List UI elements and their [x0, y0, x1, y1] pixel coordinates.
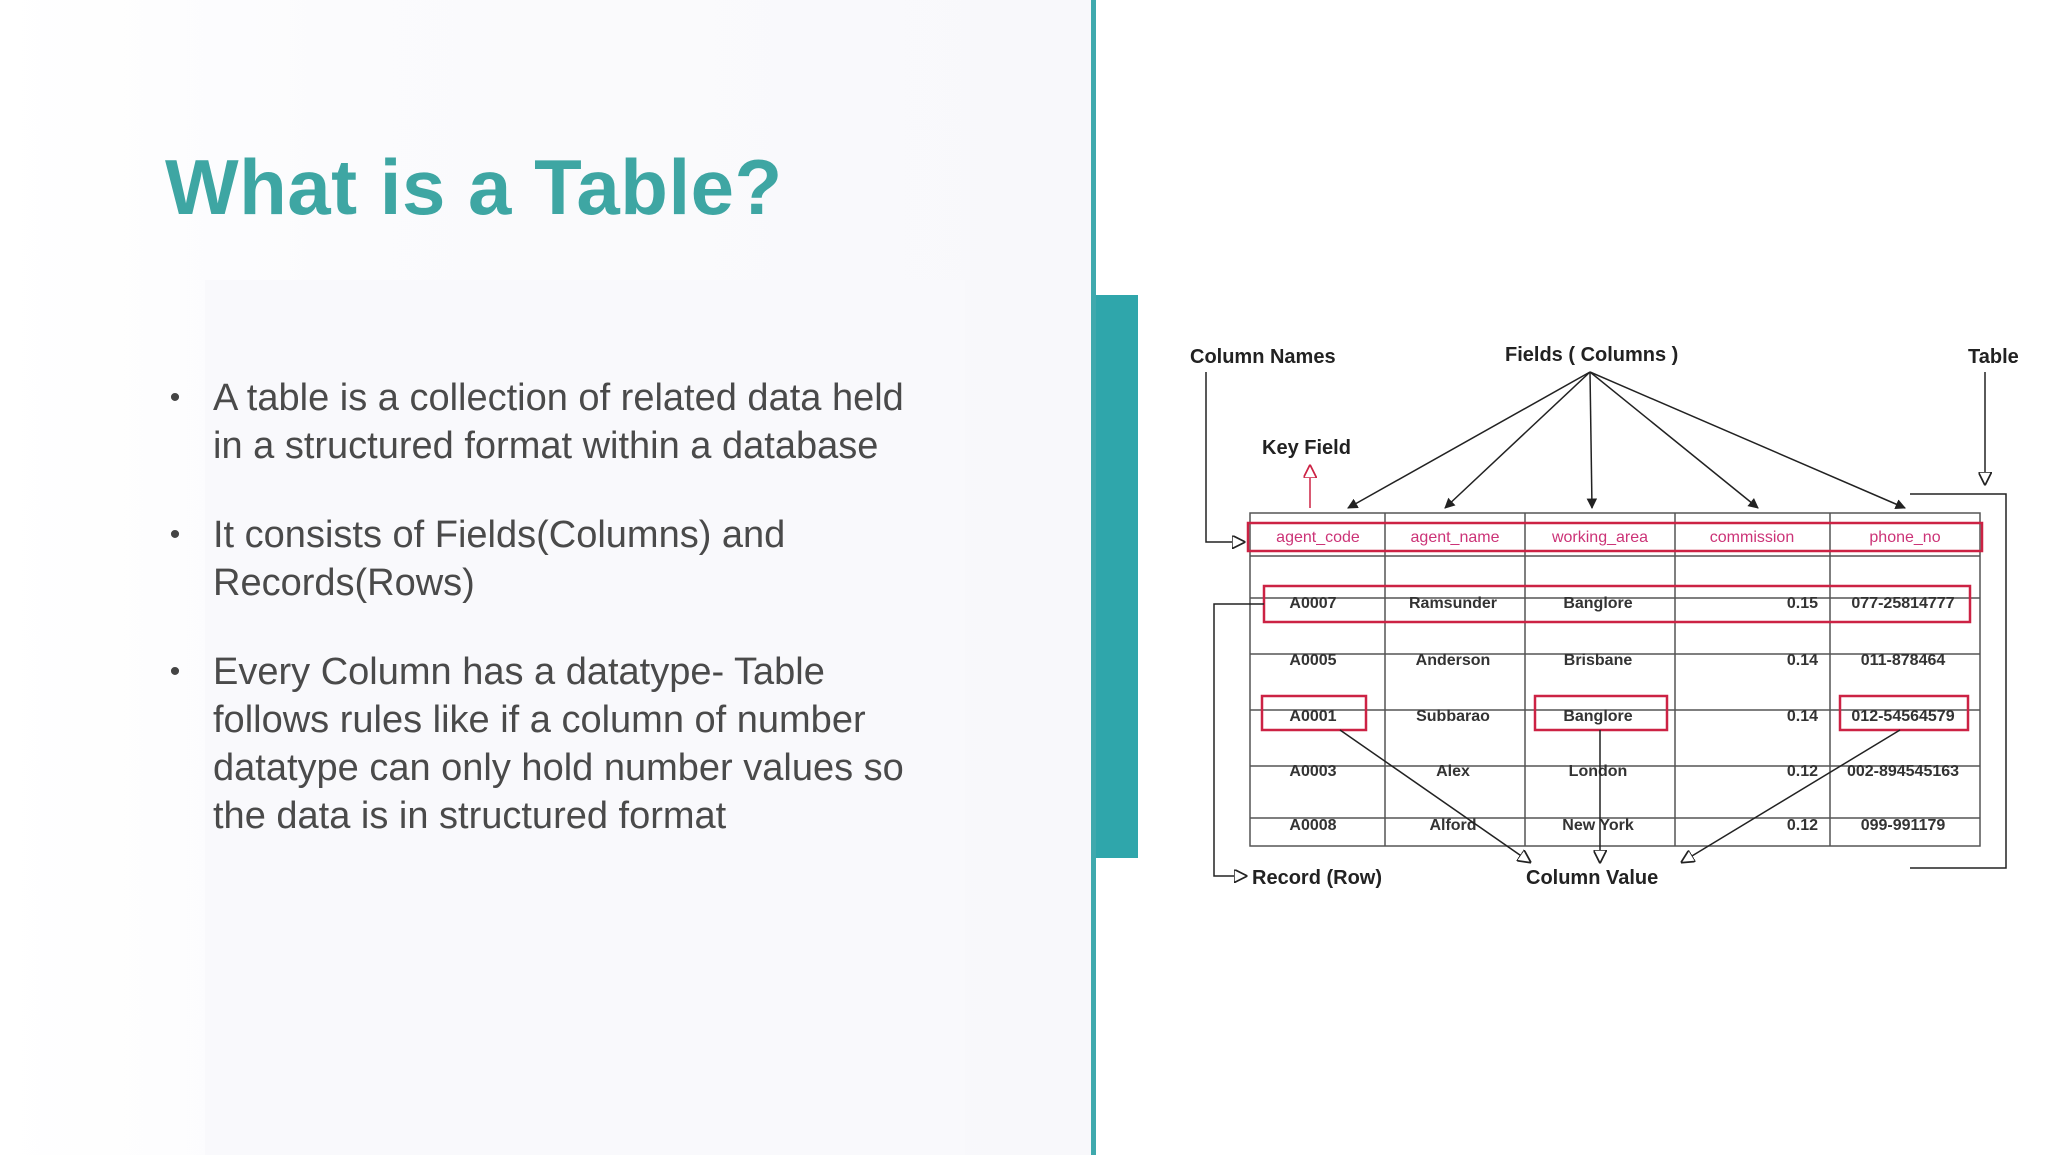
table-cell: Brisbane [1564, 652, 1633, 669]
table-cell: A0005 [1289, 652, 1336, 669]
column-value-highlight [1533, 694, 1669, 732]
table-row: A0003 Alex London 0.12 002-894545163 [1289, 763, 1959, 780]
bullet-text-line: in a structured format within a database [213, 425, 879, 467]
table-cell: New York [1562, 817, 1634, 834]
table-cell: Ramsunder [1409, 595, 1497, 612]
annotation-arrows [1205, 371, 2007, 876]
table-cell: London [1569, 763, 1628, 780]
table-cell: Banglore [1563, 595, 1632, 612]
table-cell: 0.12 [1787, 817, 1818, 834]
table-grid [1249, 512, 1981, 847]
table-cell: A0001 [1289, 708, 1336, 725]
bullet-icon: • [169, 381, 181, 414]
header-cell: agent_code [1276, 529, 1360, 546]
table-header-row: agent_code agent_name working_area commi… [1276, 529, 1941, 546]
table-cell: 012-54564579 [1851, 708, 1954, 725]
bullet-text-line: the data is in structured format [213, 795, 727, 837]
table-cell: A0003 [1289, 763, 1336, 780]
header-cell: commission [1710, 529, 1794, 546]
table-cell: 011-878464 [1861, 652, 1946, 669]
bullet-list: • A table is a collection of related dat… [160, 374, 960, 881]
table-cell: 099-991179 [1861, 817, 1946, 834]
text-panel-background [205, 280, 965, 1155]
bullet-item: • A table is a collection of related dat… [160, 374, 960, 470]
bullet-icon: • [169, 655, 181, 688]
table-cell: 0.12 [1787, 763, 1818, 780]
column-value-label: Column Value [1526, 867, 1658, 889]
table-row: A0001 Subbarao Banglore 0.14 012-5456457… [1289, 708, 1954, 725]
accent-block [1096, 295, 1138, 858]
header-cell: agent_name [1411, 529, 1500, 546]
table-cell: Alex [1436, 763, 1470, 780]
bullet-item: • It consists of Fields(Columns) and Rec… [160, 511, 960, 607]
vertical-divider [1091, 0, 1096, 1155]
table-row: A0008 Alford New York 0.12 099-991179 [1289, 817, 1945, 834]
table-cell: Subbarao [1416, 708, 1490, 725]
bullet-item: • Every Column has a datatype- Table fol… [160, 648, 960, 840]
table-cell: Banglore [1563, 708, 1632, 725]
phone-value-highlight [1838, 694, 1970, 732]
header-cell: working_area [1551, 529, 1648, 546]
slide-title: What is a Table? [165, 143, 783, 231]
key-field-label: Key Field [1262, 437, 1351, 459]
table-cell: Alford [1429, 817, 1476, 834]
table-label: Table [1968, 346, 2019, 368]
table-cell: 0.15 [1787, 595, 1818, 612]
bullet-text-line: datatype can only hold number values so [213, 747, 904, 789]
bullet-text-line: follows rules like if a column of number [213, 699, 866, 741]
bullet-text-line: Every Column has a datatype- Table [213, 651, 825, 693]
bullet-text-line: Records(Rows) [213, 562, 475, 604]
header-cell: phone_no [1869, 529, 1940, 546]
bullet-text-line: A table is a collection of related data … [213, 377, 904, 419]
table-cell: 002-894545163 [1847, 763, 1959, 780]
table-cell: A0008 [1289, 817, 1336, 834]
table-cell: 0.14 [1787, 708, 1818, 725]
table-cell: A0007 [1289, 595, 1336, 612]
record-label: Record (Row) [1252, 867, 1382, 889]
bullet-icon: • [169, 518, 181, 551]
table-cell: Anderson [1416, 652, 1491, 669]
column-names-label: Column Names [1190, 346, 1336, 368]
table-diagram: Column Names Fields ( Columns ) Table Ke… [1190, 344, 2019, 889]
table-cell: 0.14 [1787, 652, 1818, 669]
highlight-boxes [1246, 521, 1984, 732]
fields-label: Fields ( Columns ) [1505, 344, 1678, 366]
key-field-value-highlight [1260, 694, 1368, 732]
header-highlight [1246, 521, 1984, 553]
table-row: A0007 Ramsunder Banglore 0.15 077-258147… [1289, 595, 1954, 612]
table-row: A0005 Anderson Brisbane 0.14 011-878464 [1289, 652, 1945, 669]
table-cell: 077-25814777 [1851, 595, 1954, 612]
bullet-text-line: It consists of Fields(Columns) and [213, 514, 786, 556]
